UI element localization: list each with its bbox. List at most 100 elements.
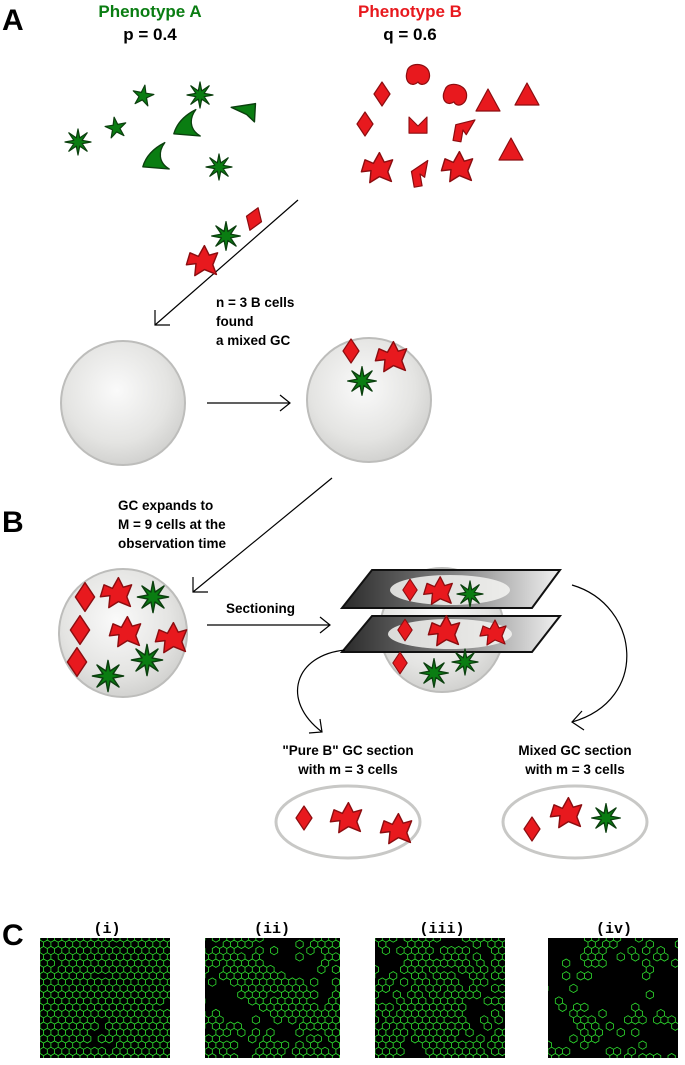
mixed-section-arrow	[571, 584, 628, 723]
sectioned-diamond-cell-7	[392, 651, 408, 675]
expanded-asterisk-cell-9	[130, 643, 164, 677]
phenotype-a-title: Phenotype A	[98, 2, 201, 21]
expand-text-line-1: GC expands to	[118, 498, 213, 513]
phenotype-b-cell-cloud	[356, 63, 540, 188]
red-bean-cell-3	[442, 83, 468, 106]
red-blob-cell-10	[360, 151, 394, 184]
expanded-diamond-cell-1	[74, 581, 96, 613]
pure-section-blob-cell-1	[329, 801, 363, 834]
mixed-section-diamond-cell	[523, 816, 541, 842]
sampling-arrow	[154, 199, 299, 326]
red-diamond-cell-6	[356, 111, 374, 137]
expanded-blob-cell-2	[99, 576, 133, 609]
mixed-section-label-line-2: with m = 3 cells	[524, 762, 624, 777]
empty-gc	[60, 340, 186, 466]
expand-text-line-2: M = 9 cells at the	[118, 517, 226, 532]
mixed-section-blob-cell	[549, 796, 583, 829]
pure-section-arrow-head	[308, 718, 323, 734]
sampled-asterisk-cell	[211, 221, 241, 251]
sectioned-blob-cell-6	[479, 619, 507, 646]
sectioned-gc-cells	[392, 576, 507, 688]
red-bean-cell-1	[405, 63, 431, 85]
sampled-diamond-cell	[245, 207, 263, 231]
lattice-green-cells	[40, 938, 170, 1058]
lattice-title-iii: (iii)	[419, 921, 464, 938]
red-triangle-cell-5	[514, 82, 540, 106]
expansion-arrow	[192, 477, 333, 593]
red-arrowhead-cell-8	[452, 119, 476, 143]
expanded-blob-cell-6	[154, 621, 188, 654]
panel-label-c: C	[2, 919, 24, 952]
founded-gc-cells	[342, 338, 408, 396]
expand-text-line-3: observation time	[118, 536, 227, 551]
red-diamond-cell-2	[373, 81, 391, 107]
green-star-cell-5	[104, 116, 127, 139]
sectioned-diamond-cell-1	[402, 578, 418, 602]
sampled-cells	[185, 207, 263, 277]
founded-blob-cell	[374, 340, 408, 373]
expanded-blob-cell-5	[108, 615, 142, 648]
pure-section-label-line-1: "Pure B" GC section	[282, 743, 413, 758]
mixed-section-cells	[523, 796, 621, 842]
red-triangle-cell-4	[475, 88, 501, 112]
green-asterisk-cell-4	[64, 128, 92, 156]
founding-text-line-2: found	[216, 314, 253, 329]
founding-arrow-head	[279, 394, 291, 412]
sampling-arrow-head	[154, 310, 170, 326]
sampled-blob-cell	[185, 244, 219, 277]
sectioned-blob-cell-2	[423, 576, 453, 605]
pure-section-blob-cell-2	[379, 812, 413, 845]
panel-label-b: B	[2, 506, 24, 539]
phenotype-b-title: Phenotype B	[358, 2, 462, 21]
founding-text-line-1: n = 3 B cells	[216, 295, 294, 310]
pure-section-cells	[295, 801, 413, 845]
lattice-i	[40, 938, 170, 1058]
green-star-cell-1	[132, 84, 155, 107]
lattice-ii	[205, 938, 340, 1058]
lattice-title-ii: (ii)	[254, 921, 290, 938]
lattice-title-i: (i)	[93, 921, 120, 938]
lattice-iii	[375, 938, 505, 1058]
phenotype-b-frequency: q = 0.6	[383, 25, 436, 44]
phenotype-a-frequency: p = 0.4	[123, 25, 177, 44]
sectioning-label: Sectioning	[226, 601, 295, 616]
expanded-gc-cells	[66, 576, 188, 693]
mixed-section-asterisk-cell	[591, 803, 621, 833]
expanded-diamond-cell-7	[66, 646, 88, 678]
phenotype-a-cell-cloud	[64, 81, 257, 181]
red-chevron-cell-7	[408, 116, 428, 134]
green-crescent-cell-7	[142, 141, 170, 170]
panel-label-a: A	[2, 4, 24, 37]
mixed-section-label-line-1: Mixed GC section	[518, 743, 631, 758]
sectioned-asterisk-cell-9	[451, 648, 479, 676]
pure-section-label-line-2: with m = 3 cells	[297, 762, 397, 777]
expansion-arrow-head	[192, 577, 208, 593]
lattice-iv	[548, 938, 678, 1058]
expanded-diamond-cell-4	[69, 614, 91, 646]
green-asterisk-cell-8	[205, 153, 233, 181]
green-asterisk-cell-2	[186, 81, 214, 109]
lattice-green-cells	[548, 938, 678, 1058]
expanded-asterisk-cell-8	[91, 659, 125, 693]
green-crescent-cell-6	[173, 108, 201, 137]
green-dart-cell-3	[230, 102, 257, 123]
sectioned-blob-cell-5	[427, 614, 461, 647]
lattice-title-iv: (iv)	[596, 921, 632, 938]
pure-section-diamond-cell	[295, 805, 313, 831]
red-triangle-cell-9	[498, 137, 524, 161]
sectioned-asterisk-cell-3	[456, 580, 484, 608]
sectioned-diamond-cell-4	[397, 618, 413, 642]
lattice-background	[548, 938, 678, 1058]
founded-gc	[306, 337, 432, 463]
lattice-green-cells	[375, 938, 505, 1058]
expanded-asterisk-cell-3	[136, 580, 170, 614]
founded-diamond-cell	[342, 338, 360, 364]
sectioning-arrow-head	[319, 616, 331, 634]
founded-asterisk-cell	[347, 366, 377, 396]
pure-section-arrow	[296, 649, 346, 733]
founding-text-line-3: a mixed GC	[216, 333, 291, 348]
sectioned-asterisk-cell-8	[419, 658, 449, 688]
mixed-section-arrow-head	[571, 710, 585, 731]
lattice-green-cells	[205, 938, 340, 1058]
